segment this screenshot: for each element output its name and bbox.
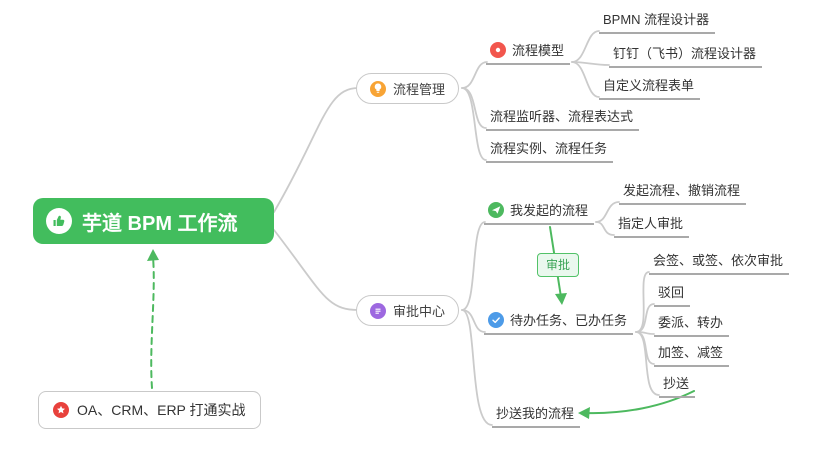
leaf-dingtalk-designer[interactable]: 钉钉（飞书）流程设计器 bbox=[609, 41, 763, 68]
connector-my-initiate bbox=[595, 201, 620, 223]
send-icon bbox=[488, 201, 504, 218]
my-initiated-label: 我发起的流程 bbox=[510, 203, 589, 218]
process-management-label: 流程管理 bbox=[393, 82, 446, 97]
leaf-reject[interactable]: 驳回 bbox=[654, 280, 691, 307]
integration-dashed-arrowhead bbox=[147, 249, 159, 261]
connector-process-model bbox=[461, 61, 488, 89]
approval-flow-arrowhead bbox=[555, 293, 567, 305]
approval-badge[interactable]: 审批 bbox=[537, 253, 580, 277]
connector-todo-countersign bbox=[635, 271, 650, 333]
connector-model-bpmn bbox=[571, 30, 600, 63]
thumbs-up-icon bbox=[46, 208, 72, 234]
connector-todo-reject bbox=[635, 303, 655, 333]
list-icon bbox=[370, 302, 386, 319]
leaf-assignee-approval[interactable]: 指定人审批 bbox=[614, 211, 690, 238]
node-process-management[interactable]: 流程管理 bbox=[356, 73, 460, 104]
cc-flow-arrow bbox=[585, 390, 695, 415]
custom-form-label: 自定义流程表单 bbox=[603, 78, 695, 93]
addsign-label: 加签、减签 bbox=[658, 345, 724, 360]
leaf-process-listener[interactable]: 流程监听器、流程表达式 bbox=[486, 104, 640, 131]
process-instance-label: 流程实例、流程任务 bbox=[490, 141, 608, 156]
delegate-label: 委派、转办 bbox=[658, 315, 724, 330]
node-oa-crm-erp[interactable]: OA、CRM、ERP 打通实战 bbox=[38, 391, 261, 429]
leaf-delegate[interactable]: 委派、转办 bbox=[654, 310, 730, 337]
lightbulb-icon bbox=[370, 80, 386, 97]
root-node[interactable]: 芋道 BPM 工作流 bbox=[33, 198, 274, 244]
record-icon bbox=[490, 41, 506, 58]
star-icon bbox=[53, 402, 69, 418]
node-cc-my-process[interactable]: 抄送我的流程 bbox=[492, 401, 581, 428]
connector-approval-cc bbox=[461, 309, 493, 426]
root-label: 芋道 BPM 工作流 bbox=[82, 212, 238, 235]
approval-center-label: 审批中心 bbox=[393, 304, 446, 319]
dingtalk-designer-label: 钉钉（飞书）流程设计器 bbox=[613, 46, 757, 61]
initiate-cancel-label: 发起流程、撤销流程 bbox=[623, 183, 741, 198]
leaf-countersign[interactable]: 会签、或签、依次审批 bbox=[649, 248, 790, 275]
cc-flow-arrowhead bbox=[578, 407, 590, 419]
node-process-model[interactable]: 流程模型 bbox=[486, 38, 571, 65]
connector-root-process bbox=[273, 87, 359, 213]
node-todo-tasks[interactable]: 待办任务、已办任务 bbox=[484, 308, 634, 335]
integration-dashed-arrow bbox=[150, 256, 155, 389]
connector-approval-my bbox=[461, 221, 486, 311]
node-approval-center[interactable]: 审批中心 bbox=[356, 295, 460, 326]
leaf-process-instance[interactable]: 流程实例、流程任务 bbox=[486, 136, 614, 163]
countersign-label: 会签、或签、依次审批 bbox=[653, 253, 784, 268]
connector-model-customform bbox=[571, 61, 600, 98]
leaf-custom-form[interactable]: 自定义流程表单 bbox=[599, 73, 701, 100]
check-icon bbox=[488, 311, 504, 328]
connector-todo-cc bbox=[635, 331, 660, 396]
process-listener-label: 流程监听器、流程表达式 bbox=[490, 109, 634, 124]
cc-my-process-label: 抄送我的流程 bbox=[496, 406, 575, 421]
leaf-bpmn-designer[interactable]: BPMN 流程设计器 bbox=[599, 7, 716, 34]
leaf-addsign[interactable]: 加签、减签 bbox=[654, 340, 730, 367]
leaf-initiate-cancel[interactable]: 发起流程、撤销流程 bbox=[619, 178, 747, 205]
connector-process-instance bbox=[461, 87, 487, 161]
todo-tasks-label: 待办任务、已办任务 bbox=[510, 313, 628, 328]
assignee-approval-label: 指定人审批 bbox=[618, 216, 684, 231]
node-my-initiated[interactable]: 我发起的流程 bbox=[484, 198, 595, 225]
reject-label: 驳回 bbox=[658, 285, 685, 300]
leaf-cc[interactable]: 抄送 bbox=[659, 371, 696, 398]
oa-crm-erp-label: OA、CRM、ERP 打通实战 bbox=[77, 402, 246, 418]
connector-my-assignee bbox=[595, 221, 615, 236]
process-model-label: 流程模型 bbox=[512, 43, 565, 58]
connector-root-approval bbox=[273, 229, 359, 311]
cc-label: 抄送 bbox=[663, 376, 690, 391]
bpmn-designer-label: BPMN 流程设计器 bbox=[603, 12, 710, 27]
